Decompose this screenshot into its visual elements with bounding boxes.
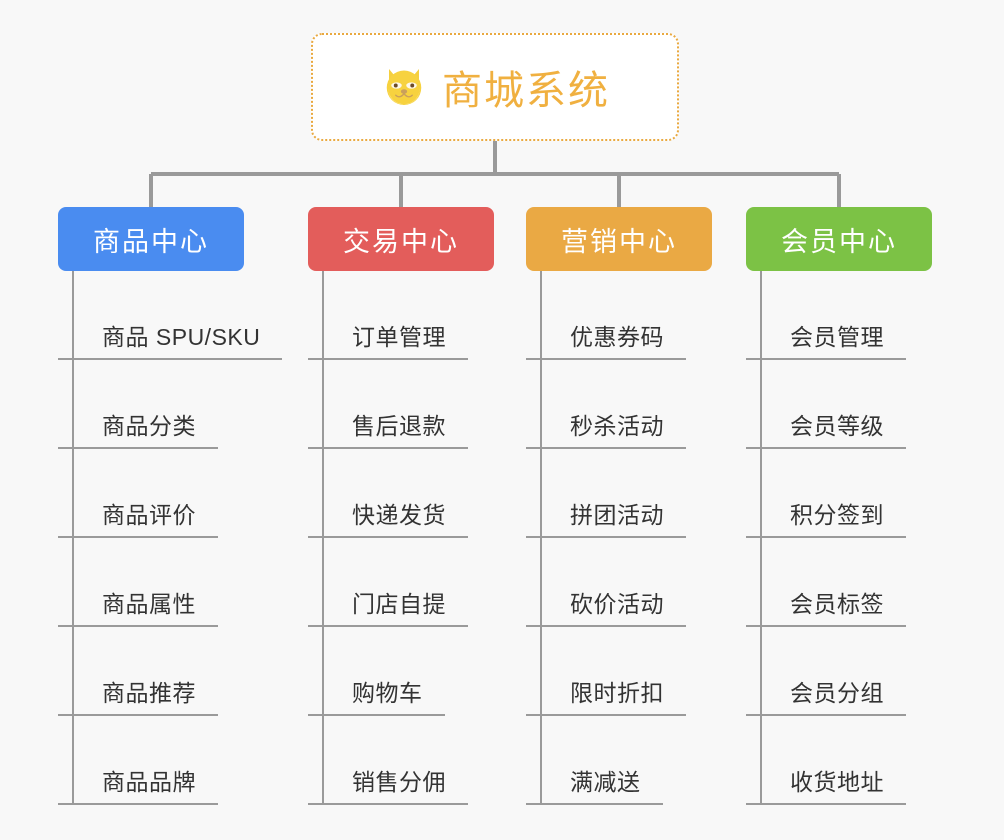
branch-header-2[interactable]: 营销中心 (526, 207, 712, 271)
branch-header-label: 商品中心 (93, 226, 209, 257)
leaf-label: 限时折扣 (570, 680, 664, 706)
leaf-item[interactable]: 拼团活动 (526, 449, 712, 538)
branch-column-0: 商品中心 商品 SPU/SKU 商品分类 商品评价 商品属性 商品推荐 商品品牌 (58, 207, 283, 805)
leaf-item[interactable]: 砍价活动 (526, 538, 712, 627)
leaf-item[interactable]: 订单管理 (308, 271, 494, 360)
leaf-label: 购物车 (352, 680, 423, 706)
leaf-label: 商品评价 (102, 502, 196, 528)
leaf-item[interactable]: 商品推荐 (58, 627, 282, 716)
leaf-label: 会员等级 (790, 413, 884, 439)
branch-header-label: 会员中心 (781, 226, 897, 257)
leaf-item[interactable]: 门店自提 (308, 538, 494, 627)
branch-column-1: 交易中心 订单管理 售后退款 快递发货 门店自提 购物车 销售分佣 (308, 207, 494, 805)
leaf-label: 销售分佣 (352, 769, 446, 795)
leaf-item[interactable]: 售后退款 (308, 360, 494, 449)
leaf-item[interactable]: 满减送 (526, 716, 712, 805)
leaf-item[interactable]: 秒杀活动 (526, 360, 712, 449)
dog-face-icon (380, 63, 428, 111)
leaf-item[interactable]: 商品 SPU/SKU (58, 271, 283, 360)
branch-spine (760, 271, 762, 805)
leaf-item[interactable]: 限时折扣 (526, 627, 712, 716)
branch-header-label: 交易中心 (343, 226, 459, 257)
branch-header-label: 营销中心 (561, 226, 677, 257)
leaf-label: 会员标签 (790, 591, 884, 617)
branch-column-2: 营销中心 优惠券码 秒杀活动 拼团活动 砍价活动 限时折扣 满减送 (526, 207, 712, 805)
branch-header-3[interactable]: 会员中心 (746, 207, 932, 271)
leaf-label: 积分签到 (790, 502, 884, 528)
leaf-list-2: 优惠券码 秒杀活动 拼团活动 砍价活动 限时折扣 满减送 (526, 271, 712, 805)
leaf-item[interactable]: 优惠券码 (526, 271, 712, 360)
leaf-item[interactable]: 商品评价 (58, 449, 282, 538)
leaf-label: 商品分类 (102, 413, 196, 439)
leaf-item[interactable]: 会员标签 (746, 538, 932, 627)
branch-column-3: 会员中心 会员管理 会员等级 积分签到 会员标签 会员分组 收货地址 (746, 207, 932, 805)
branch-header-0[interactable]: 商品中心 (58, 207, 244, 271)
leaf-item[interactable]: 收货地址 (746, 716, 932, 805)
leaf-item[interactable]: 商品品牌 (58, 716, 282, 805)
leaf-label: 商品属性 (102, 591, 196, 617)
leaf-item[interactable]: 会员等级 (746, 360, 932, 449)
leaf-label: 会员管理 (790, 324, 884, 350)
leaf-item[interactable]: 商品分类 (58, 360, 282, 449)
leaf-label: 满减送 (570, 769, 641, 795)
leaf-item[interactable]: 销售分佣 (308, 716, 494, 805)
leaf-label: 拼团活动 (570, 502, 664, 528)
leaf-label: 会员分组 (790, 680, 884, 706)
leaf-list-3: 会员管理 会员等级 积分签到 会员标签 会员分组 收货地址 (746, 271, 932, 805)
leaf-label: 快递发货 (352, 502, 446, 528)
leaf-label: 商品推荐 (102, 680, 196, 706)
leaf-item[interactable]: 会员分组 (746, 627, 932, 716)
branch-header-1[interactable]: 交易中心 (308, 207, 494, 271)
leaf-item[interactable]: 积分签到 (746, 449, 932, 538)
connector-lines (149, 141, 841, 207)
leaf-item[interactable]: 商品属性 (58, 538, 282, 627)
leaf-label: 砍价活动 (570, 591, 664, 617)
leaf-item[interactable]: 购物车 (308, 627, 494, 716)
leaf-list-0: 商品 SPU/SKU 商品分类 商品评价 商品属性 商品推荐 商品品牌 (58, 271, 283, 805)
leaf-label: 秒杀活动 (570, 413, 664, 439)
leaf-label: 门店自提 (352, 591, 446, 617)
root-title: 商城系统 (442, 69, 610, 113)
leaf-label: 售后退款 (352, 413, 446, 439)
leaf-label: 优惠券码 (570, 324, 664, 350)
root-node[interactable]: 商城系统 (311, 33, 679, 141)
branch-spine (322, 271, 324, 805)
leaf-item[interactable]: 快递发货 (308, 449, 494, 538)
branch-spine (72, 271, 74, 805)
branch-spine (540, 271, 542, 805)
leaf-label: 收货地址 (790, 769, 884, 795)
leaf-label: 商品品牌 (102, 769, 196, 795)
leaf-list-1: 订单管理 售后退款 快递发货 门店自提 购物车 销售分佣 (308, 271, 494, 805)
leaf-item[interactable]: 会员管理 (746, 271, 932, 360)
leaf-label: 订单管理 (352, 324, 446, 350)
leaf-label: 商品 SPU/SKU (102, 324, 261, 350)
